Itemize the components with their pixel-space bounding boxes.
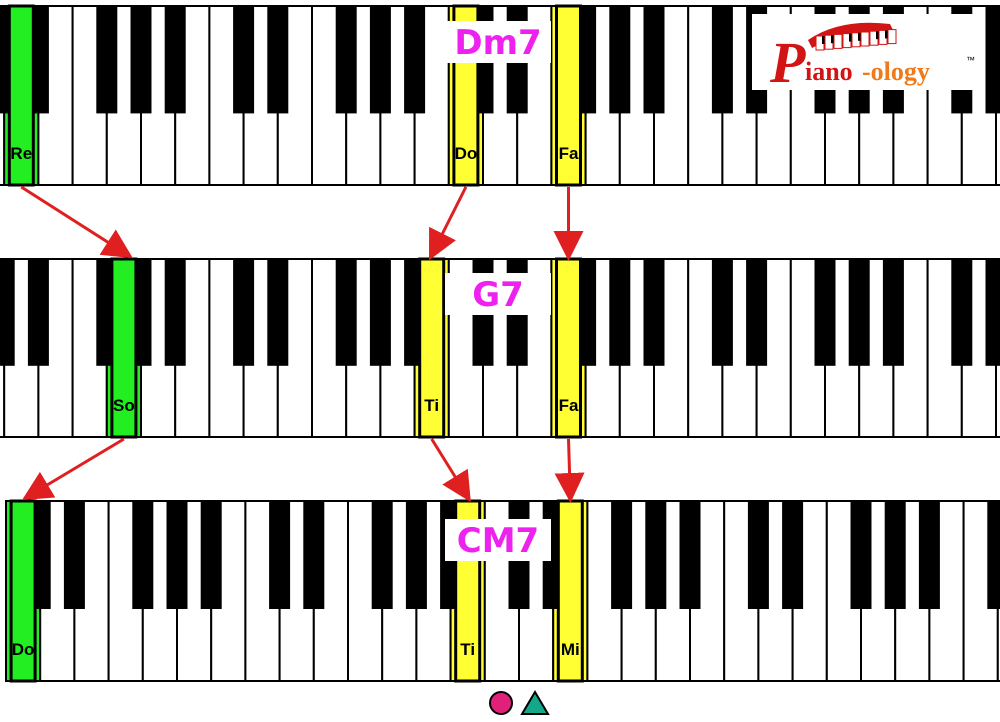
black-key bbox=[814, 259, 836, 366]
black-key bbox=[679, 501, 701, 609]
key-label-fa: Fa bbox=[559, 144, 579, 163]
logo-text-part1: iano bbox=[805, 57, 853, 86]
black-key bbox=[882, 259, 904, 366]
black-key bbox=[609, 6, 631, 114]
black-key bbox=[371, 501, 393, 609]
logo-black-key bbox=[822, 36, 826, 44]
logo-key bbox=[833, 33, 843, 49]
black-key bbox=[884, 501, 906, 609]
logo-black-key bbox=[885, 30, 889, 39]
black-key bbox=[369, 259, 391, 366]
key-label-re: Re bbox=[10, 144, 32, 163]
logo-trademark: ™ bbox=[966, 55, 975, 65]
chord-label: CM7 bbox=[457, 521, 539, 561]
black-key bbox=[711, 6, 733, 114]
chord-label-box bbox=[445, 519, 551, 561]
key-label-mi: Mi bbox=[561, 640, 580, 659]
black-key bbox=[0, 259, 15, 366]
black-key bbox=[164, 259, 186, 366]
black-key bbox=[27, 259, 49, 366]
highlighted-key-strip bbox=[418, 257, 446, 439]
chord-label-box bbox=[445, 21, 551, 63]
black-key bbox=[850, 501, 872, 609]
logo-letter: P bbox=[769, 30, 806, 95]
black-key bbox=[130, 6, 152, 114]
logo-black-key bbox=[858, 32, 862, 41]
black-key bbox=[609, 259, 631, 366]
chord-label-box bbox=[445, 273, 551, 315]
key-label-so: So bbox=[113, 396, 135, 415]
pianology-logo: P iano -ology ™ bbox=[752, 14, 980, 95]
keyboard-g7: So Ti Fa G7 bbox=[0, 257, 1000, 439]
black-key bbox=[369, 6, 391, 114]
black-key bbox=[643, 259, 665, 366]
black-key bbox=[63, 501, 85, 609]
voice-leading-arrows bbox=[20, 185, 585, 503]
black-key bbox=[404, 6, 426, 114]
black-key bbox=[645, 501, 667, 609]
pink-circle-marker-icon bbox=[489, 691, 513, 715]
black-key bbox=[166, 501, 188, 609]
key-label-ti: Ti bbox=[460, 640, 475, 659]
black-key bbox=[200, 501, 222, 609]
key-label-ti: Ti bbox=[424, 396, 439, 415]
black-key bbox=[335, 259, 357, 366]
highlighted-key-strip bbox=[110, 257, 138, 439]
voice-leading-arrow bbox=[430, 438, 471, 503]
black-key bbox=[233, 6, 255, 114]
black-key bbox=[132, 501, 154, 609]
teal-triangle-marker-icon bbox=[520, 690, 550, 715]
black-key bbox=[985, 259, 1000, 366]
key-label-fa: Fa bbox=[559, 396, 579, 415]
highlighted-key-strip bbox=[555, 4, 582, 187]
voice-leading-arrow bbox=[21, 437, 125, 501]
highlighted-key-strip bbox=[9, 499, 37, 683]
key-label-do: Do bbox=[12, 640, 35, 659]
logo-text-part2: -ology bbox=[862, 57, 930, 86]
black-key bbox=[96, 6, 118, 114]
voice-leading-arrow bbox=[554, 438, 585, 503]
black-key bbox=[269, 501, 291, 609]
black-key bbox=[782, 501, 804, 609]
logo-key bbox=[887, 29, 897, 45]
logo-piano-graphic-icon bbox=[808, 22, 897, 51]
black-key bbox=[611, 501, 633, 609]
black-key bbox=[335, 6, 357, 114]
highlighted-key-strip bbox=[7, 4, 35, 187]
logo-black-key bbox=[831, 35, 835, 44]
black-key bbox=[951, 259, 973, 366]
black-key bbox=[233, 259, 255, 366]
black-key bbox=[918, 501, 940, 609]
black-key bbox=[711, 259, 733, 366]
black-key bbox=[848, 259, 870, 366]
chord-label: G7 bbox=[472, 275, 524, 315]
black-key bbox=[303, 501, 325, 609]
black-key bbox=[747, 501, 769, 609]
chord-label: Dm7 bbox=[454, 23, 541, 63]
black-key bbox=[985, 6, 1000, 114]
black-key bbox=[267, 259, 289, 366]
voice-leading-arrow bbox=[429, 186, 468, 261]
black-key bbox=[746, 259, 768, 366]
logo-black-key bbox=[849, 33, 853, 42]
key-label-do: Do bbox=[455, 144, 478, 163]
black-key bbox=[643, 6, 665, 114]
black-key bbox=[405, 501, 427, 609]
logo-black-key bbox=[876, 31, 880, 40]
keyboard-cm7: Do Ti Mi CM7 bbox=[5, 499, 1000, 683]
logo-key bbox=[860, 31, 870, 47]
voice-leading-arrow bbox=[20, 185, 133, 259]
highlighted-key-strip bbox=[556, 499, 584, 683]
black-key bbox=[987, 501, 1000, 609]
black-key bbox=[267, 6, 289, 114]
black-key bbox=[164, 6, 186, 114]
